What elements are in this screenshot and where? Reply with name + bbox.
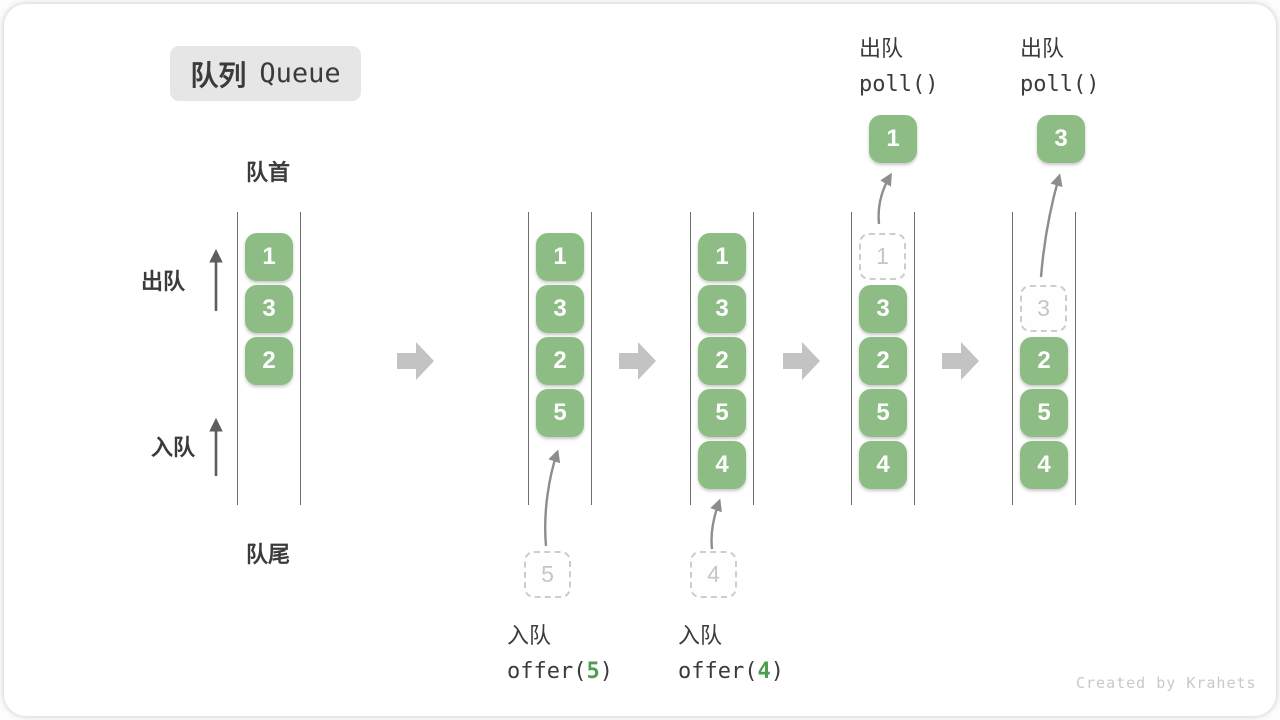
title-badge: 队列 Queue <box>170 46 361 101</box>
offer-code-post: ) <box>599 659 613 684</box>
pending-item-5: 5 <box>524 551 571 598</box>
queue-cell: 5 <box>698 389 746 437</box>
queue-cell-dashed: 1 <box>859 233 906 280</box>
title-zh: 队列 <box>190 59 247 91</box>
popped-item-3: 3 <box>1037 115 1085 163</box>
queue-cell: 2 <box>245 337 293 385</box>
queue-cell: 4 <box>859 441 907 489</box>
offer-code-pre: offer( <box>507 659 587 684</box>
watermark: Created by Krahets <box>1076 674 1257 692</box>
queue-cell: 3 <box>245 285 293 333</box>
offer-code-arg: 4 <box>757 659 771 684</box>
queue-cell: 5 <box>859 389 907 437</box>
poll-caption-label: 出队 <box>859 36 904 61</box>
pending-item-4: 4 <box>690 551 737 598</box>
queue-cell: 4 <box>1020 441 1068 489</box>
queue-cell: 5 <box>536 389 584 437</box>
queue-cell: 2 <box>536 337 584 385</box>
label-dequeue: 出队 <box>141 269 186 294</box>
label-enqueue: 入队 <box>151 435 196 460</box>
queue-cell: 3 <box>536 285 584 333</box>
offer-caption-4: 入队 offer(4) <box>678 618 784 684</box>
queue-cell: 1 <box>698 233 746 281</box>
queue-cell: 4 <box>698 441 746 489</box>
queue-cell: 5 <box>1020 389 1068 437</box>
diagram-card <box>4 4 1276 716</box>
title-en: Queue <box>259 58 341 89</box>
poll-caption-1: 出队 poll() <box>859 31 938 97</box>
offer-caption-code: offer(5) <box>507 659 613 684</box>
poll-caption-code: poll() <box>1020 72 1100 97</box>
label-queue-front: 队首 <box>245 160 290 185</box>
queue-cell-dashed: 3 <box>1020 285 1067 332</box>
offer-caption-label: 入队 <box>678 623 723 648</box>
queue-cell: 2 <box>1020 337 1068 385</box>
offer-caption-code: offer(4) <box>678 659 784 684</box>
queue-cell: 3 <box>698 285 746 333</box>
offer-code-post: ) <box>770 659 784 684</box>
offer-code-arg: 5 <box>586 659 600 684</box>
queue-cell: 3 <box>859 285 907 333</box>
queue-cell: 2 <box>859 337 907 385</box>
popped-item-1: 1 <box>869 115 917 163</box>
poll-caption-code: poll() <box>859 72 939 97</box>
offer-code-pre: offer( <box>678 659 758 684</box>
queue-cell: 1 <box>536 233 584 281</box>
label-queue-rear: 队尾 <box>245 542 290 567</box>
queue-cell: 1 <box>245 233 293 281</box>
queue-cell: 2 <box>698 337 746 385</box>
offer-caption-label: 入队 <box>507 623 552 648</box>
poll-caption-label: 出队 <box>1020 36 1065 61</box>
offer-caption-5: 入队 offer(5) <box>507 618 613 684</box>
poll-caption-2: 出队 poll() <box>1020 31 1099 97</box>
